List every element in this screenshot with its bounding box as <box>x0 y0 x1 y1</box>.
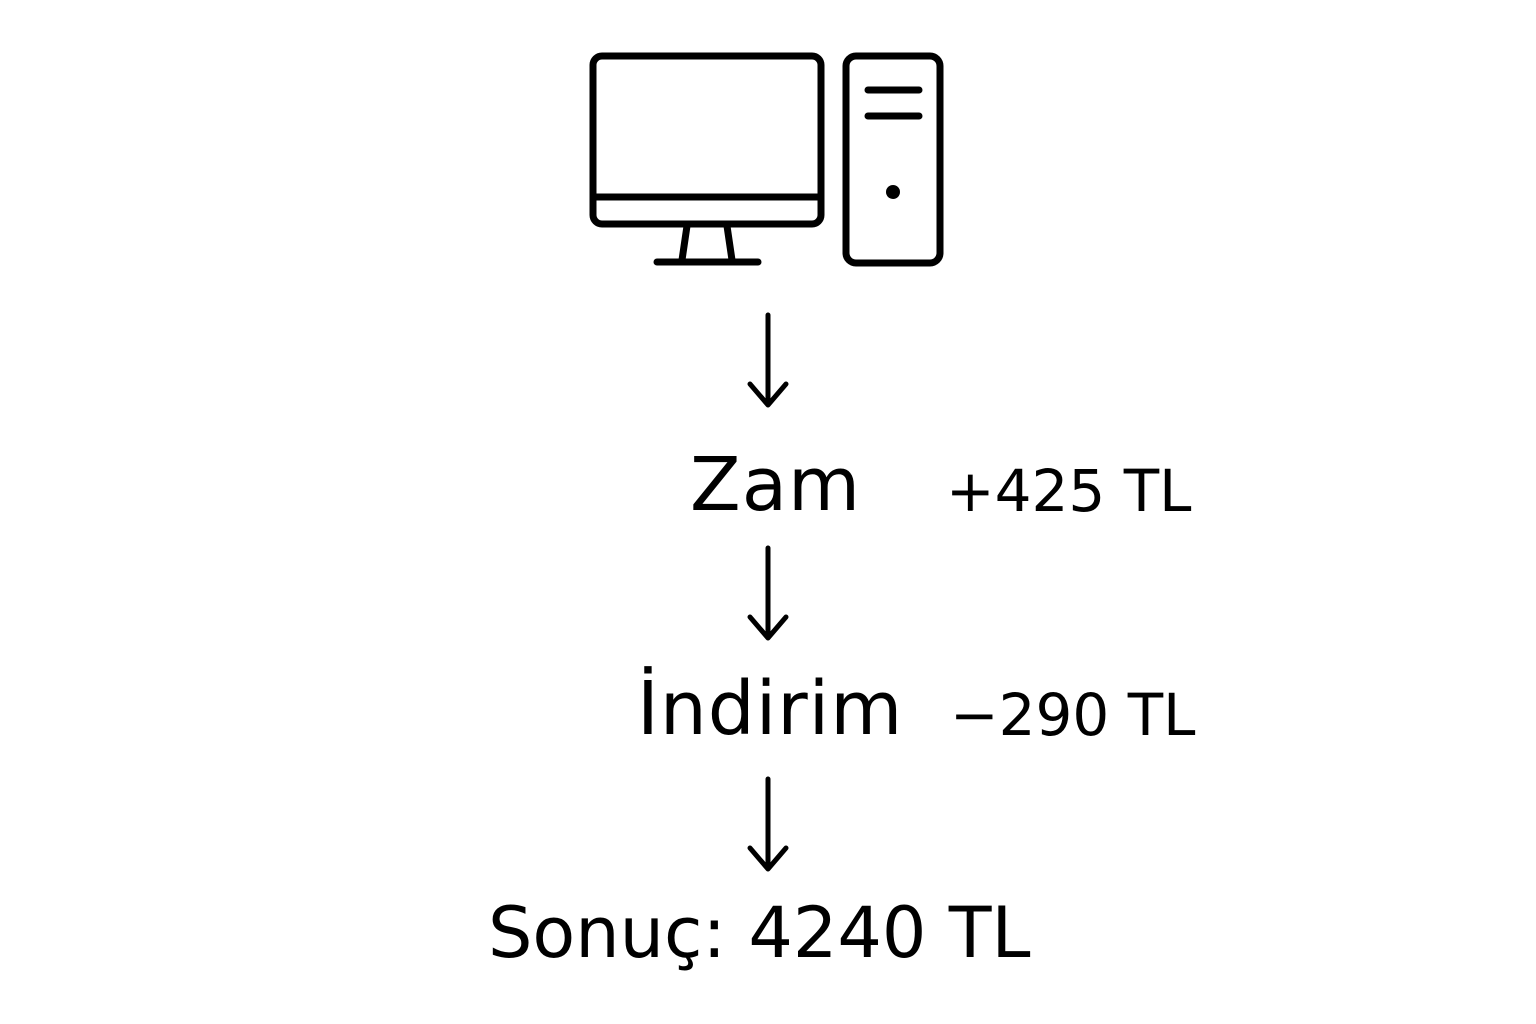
arrow-down-icon <box>747 312 789 408</box>
arrow-down-icon <box>747 545 789 641</box>
result-text: Sonuç: 4240 TL <box>488 892 1031 974</box>
arrow-down-icon <box>747 776 789 872</box>
step-label-indirim: İndirim <box>637 666 904 752</box>
step-value-zam: +425 TL <box>946 457 1192 525</box>
step-value-indirim: −290 TL <box>950 681 1196 749</box>
step-label-zam: Zam <box>690 442 862 528</box>
desktop-computer-icon <box>589 52 944 267</box>
